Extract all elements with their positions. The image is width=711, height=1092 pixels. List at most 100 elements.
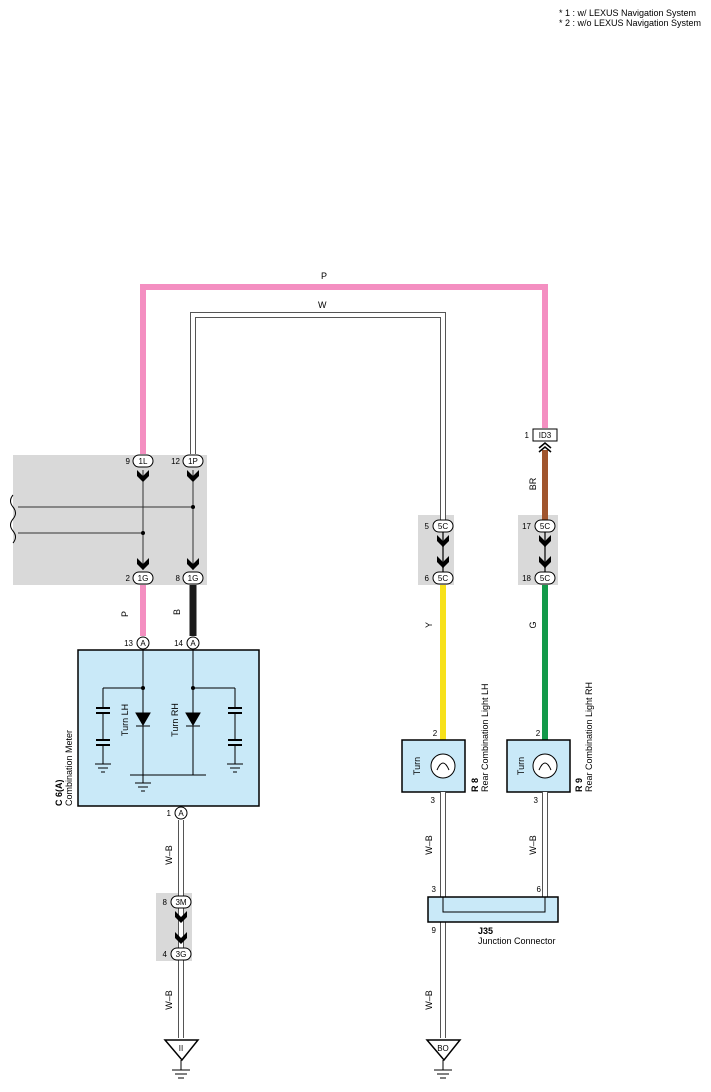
svg-text:1: 1 (525, 431, 530, 440)
connector-bottom-left-1: 1G 2 (126, 558, 154, 585)
connector-mid1-bottom: 5C 6 (425, 556, 454, 585)
lamp-rh-label: Turn (516, 757, 526, 775)
lamp-lh-pin-out: 3 (431, 796, 436, 805)
svg-text:5: 5 (425, 522, 430, 531)
wire-w (191, 313, 445, 520)
wire-label-w: W (318, 300, 327, 310)
wire-label-wb-2: W–B (164, 990, 174, 1010)
svg-text:5C: 5C (540, 574, 550, 583)
ground-ii-icon: II (163, 1039, 200, 1079)
lamp-lh-label: Turn (412, 757, 422, 775)
combination-meter-box (77, 649, 260, 807)
led-rh-icon (185, 712, 201, 727)
lamp-lh-pin-in: 2 (433, 729, 438, 738)
wire-label-wb-1: W–B (164, 845, 174, 865)
lamp-rh-bulb-icon (532, 753, 558, 779)
svg-text:A: A (190, 639, 196, 648)
meter-pin-1: A 1 (167, 806, 188, 820)
svg-text:8: 8 (176, 574, 181, 583)
wire-p-top (140, 284, 548, 454)
ground-bo-icon: BO (425, 1039, 462, 1079)
meter-name: Combination Meter (64, 730, 74, 806)
lamp-lh-filament (436, 762, 450, 771)
wire-label-y: Y (424, 622, 434, 628)
connector-lower-top: 3M 8 (163, 895, 192, 923)
junction-pin-a: 3 (432, 885, 437, 894)
svg-text:8: 8 (163, 898, 168, 907)
svg-text:1L: 1L (139, 457, 148, 466)
svg-text:3M: 3M (175, 898, 186, 907)
wire-label-wb-5: W–B (424, 990, 434, 1010)
connector-bottom-left-2: 1G 8 (176, 558, 204, 585)
svg-text:1G: 1G (188, 574, 199, 583)
junction-name: Junction Connector (478, 936, 556, 946)
lamp-lh-bulb-icon (430, 753, 456, 779)
lamp-lh-name: Rear Combination Light LH (480, 683, 490, 792)
junction-j35-box (427, 896, 559, 923)
connector-mid1-top: 5C 5 (425, 519, 454, 547)
svg-text:6: 6 (425, 574, 430, 583)
svg-text:9: 9 (126, 457, 131, 466)
meter-pin-14: A 14 (174, 636, 200, 650)
connector-top-left-2: 1P 12 (171, 454, 204, 482)
svg-text:18: 18 (522, 574, 531, 583)
svg-text:5C: 5C (438, 522, 448, 531)
meter-pin-13: A 13 (124, 636, 150, 650)
note-2: * 2 : w/o LEXUS Navigation System (558, 18, 701, 28)
connector-mid2-top: 5C 17 (522, 519, 556, 547)
wire-label-wb-4: W–B (528, 835, 538, 855)
svg-text:5C: 5C (540, 522, 550, 531)
led-lh-icon (135, 712, 151, 727)
svg-text:4: 4 (163, 950, 168, 959)
svg-text:14: 14 (174, 639, 183, 648)
connector-top-left-1: 1L 9 (126, 454, 154, 482)
splice-dot-2 (141, 531, 145, 535)
lamp-rh-filament (538, 762, 552, 771)
meter-dot-1 (141, 686, 145, 690)
connector-lower-bottom: 3G 4 (163, 932, 192, 961)
connector-mid2-bottom: 5C 18 (522, 556, 556, 585)
svg-text:A: A (140, 639, 146, 648)
lamp-lh-id: R 8 (470, 778, 480, 792)
svg-text:II: II (179, 1044, 183, 1053)
junction-id: J35 (478, 926, 493, 936)
wire-label-p-top: P (321, 271, 327, 281)
notes-block: * 1 : w/ LEXUS Navigation System * 2 : w… (559, 8, 701, 28)
turn-rh-label: Turn RH (170, 703, 180, 737)
wire-w-outline (190, 312, 446, 520)
svg-text:ID3: ID3 (539, 431, 552, 440)
lamp-rh-name: Rear Combination Light RH (584, 682, 594, 792)
junction-pin-c: 9 (432, 926, 437, 935)
lamp-rh-pin-out: 3 (534, 796, 539, 805)
wire-label-wb-3: W–B (424, 835, 434, 855)
connector-id3: ID3 1 (525, 428, 558, 453)
lamp-rh-pin-in: 2 (536, 729, 541, 738)
svg-text:3G: 3G (176, 950, 187, 959)
lamp-rh-box (506, 739, 571, 793)
wire-label-br: BR (528, 477, 538, 490)
wire-label-b: B (172, 609, 182, 615)
svg-text:BO: BO (437, 1044, 449, 1053)
note-1: * 1 : w/ LEXUS Navigation System (558, 8, 696, 18)
svg-text:12: 12 (171, 457, 180, 466)
wire-label-p-lower: P (120, 611, 130, 617)
svg-text:17: 17 (522, 522, 531, 531)
meter-circuit (95, 649, 243, 792)
svg-text:A: A (178, 809, 184, 818)
svg-text:2: 2 (126, 574, 131, 583)
splice-dot-1 (191, 505, 195, 509)
svg-text:1: 1 (167, 809, 172, 818)
svg-text:5C: 5C (438, 574, 448, 583)
svg-text:1G: 1G (138, 574, 149, 583)
junction-block-shade-left (13, 455, 207, 585)
wire-label-g: G (528, 621, 538, 628)
meter-dot-2 (191, 686, 195, 690)
junction-pin-b: 6 (537, 885, 542, 894)
junction-internal (442, 897, 546, 913)
lamp-rh-id: R 9 (574, 778, 584, 792)
turn-lh-label: Turn LH (120, 704, 130, 736)
block-break-mark (10, 494, 16, 544)
meter-id: C 6(A) (54, 779, 64, 806)
svg-text:13: 13 (124, 639, 133, 648)
